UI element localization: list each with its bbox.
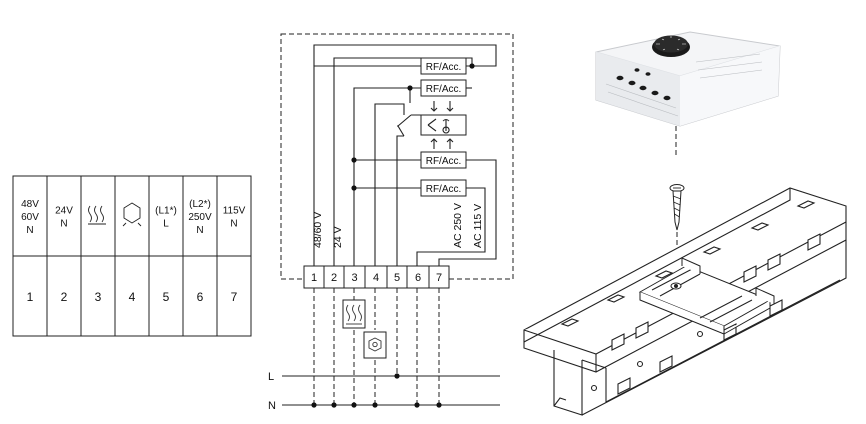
table-header-text: 250V [188, 212, 212, 223]
svg-text:RF/Acc.: RF/Acc. [426, 156, 462, 167]
fan-icon [122, 202, 142, 227]
terminal-label: 1 [311, 272, 317, 284]
mounting-screw [669, 184, 685, 270]
supply-lines: L N [268, 371, 500, 412]
terminal-label: 3 [351, 272, 357, 284]
svg-text:RF/Acc.: RF/Acc. [426, 62, 462, 73]
line-label-n: N [268, 400, 276, 412]
table-header-text: 60V [21, 212, 39, 223]
label-ac115v: AC 115 V [472, 204, 484, 248]
fan-symbol [363, 331, 387, 359]
terminal-label: 2 [331, 272, 337, 284]
terminal-number: 4 [129, 290, 136, 304]
label-48-60v: 48/60 V [312, 212, 324, 248]
table-header-text: N [230, 219, 237, 230]
terminal-number: 6 [197, 290, 204, 304]
label-ac250v: AC 250 V [452, 203, 464, 248]
mounting-clip [638, 257, 775, 335]
terminal-label: 5 [394, 272, 400, 284]
terminal-number: 7 [231, 290, 238, 304]
table-header-text: N [196, 225, 203, 236]
table-header-text: 48V [21, 199, 39, 210]
table-header-text: 115V [223, 206, 246, 217]
table-header-text: N [26, 225, 33, 236]
terminal-label: 7 [436, 272, 442, 284]
table-header-text: (L1*) [155, 206, 177, 217]
thermostat-sensor-symbol [420, 101, 467, 149]
switch-contact [397, 114, 421, 137]
table-header-text: 24V [55, 206, 73, 217]
external-wiring [313, 288, 440, 405]
terminal-number: 2 [61, 290, 68, 304]
terminal-label: 6 [415, 272, 421, 284]
device-buttons [616, 68, 671, 101]
internal-wiring [313, 44, 497, 266]
label-24v: 24 V [332, 226, 344, 248]
terminal-strip: 1 2 3 4 5 6 7 [303, 265, 450, 289]
terminal-number: 3 [95, 290, 102, 304]
table-header-text: L [163, 219, 169, 230]
terminal-label: 4 [373, 272, 379, 284]
terminal-number: 1 [27, 290, 34, 304]
junction-nodes [351, 63, 475, 191]
terminal-number: 5 [163, 290, 170, 304]
heater-symbol [342, 299, 366, 329]
thermostat-device [595, 31, 781, 156]
heater-icon [88, 205, 106, 225]
line-label-l: L [268, 371, 274, 383]
svg-text:RF/Acc.: RF/Acc. [426, 184, 462, 195]
table-header-text: N [60, 219, 67, 230]
svg-text:RF/Acc.: RF/Acc. [426, 84, 462, 95]
table-header-text: (L2*) [189, 199, 211, 210]
